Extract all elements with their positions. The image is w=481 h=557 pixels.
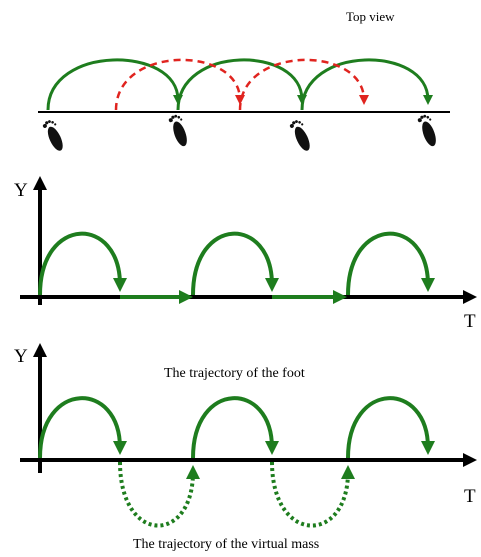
foot-x-label: T — [464, 311, 476, 332]
step-arc-3 — [300, 58, 433, 111]
alt-step-arc-1 — [114, 58, 245, 111]
mass-y-label: Y — [14, 346, 28, 367]
foot-y-label: Y — [14, 180, 28, 201]
mass-upper-arc-1 — [38, 396, 127, 459]
foot-trajectory-panel: Y T — [14, 176, 477, 332]
top-view-title: Top view — [346, 9, 395, 24]
footprint-4 — [417, 114, 436, 147]
mass-upper-arc-2 — [191, 396, 279, 459]
mass-lower-arc-2 — [270, 461, 355, 528]
mass-caption: The trajectory of the virtual mass — [133, 537, 319, 552]
mass-trajectory-panel: The trajectory of the foot Y T The traje… — [14, 343, 477, 552]
alt-step-arc-2 — [238, 58, 369, 111]
foot-swing-arc-1 — [38, 231, 127, 296]
top-view-panel: Top view — [38, 9, 450, 151]
footprint-2 — [168, 114, 187, 147]
mass-x-label: T — [464, 486, 476, 507]
foot-swing-arc-3 — [346, 231, 435, 296]
step-arc-1 — [46, 58, 183, 111]
step-arc-2 — [176, 58, 307, 111]
foot-swing-arc-2 — [191, 231, 279, 296]
footprint-1 — [42, 120, 63, 151]
footprint-3 — [289, 120, 310, 151]
foot-caption: The trajectory of the foot — [164, 366, 305, 381]
mass-lower-arc-1 — [118, 461, 200, 528]
mass-upper-arc-3 — [346, 396, 435, 459]
